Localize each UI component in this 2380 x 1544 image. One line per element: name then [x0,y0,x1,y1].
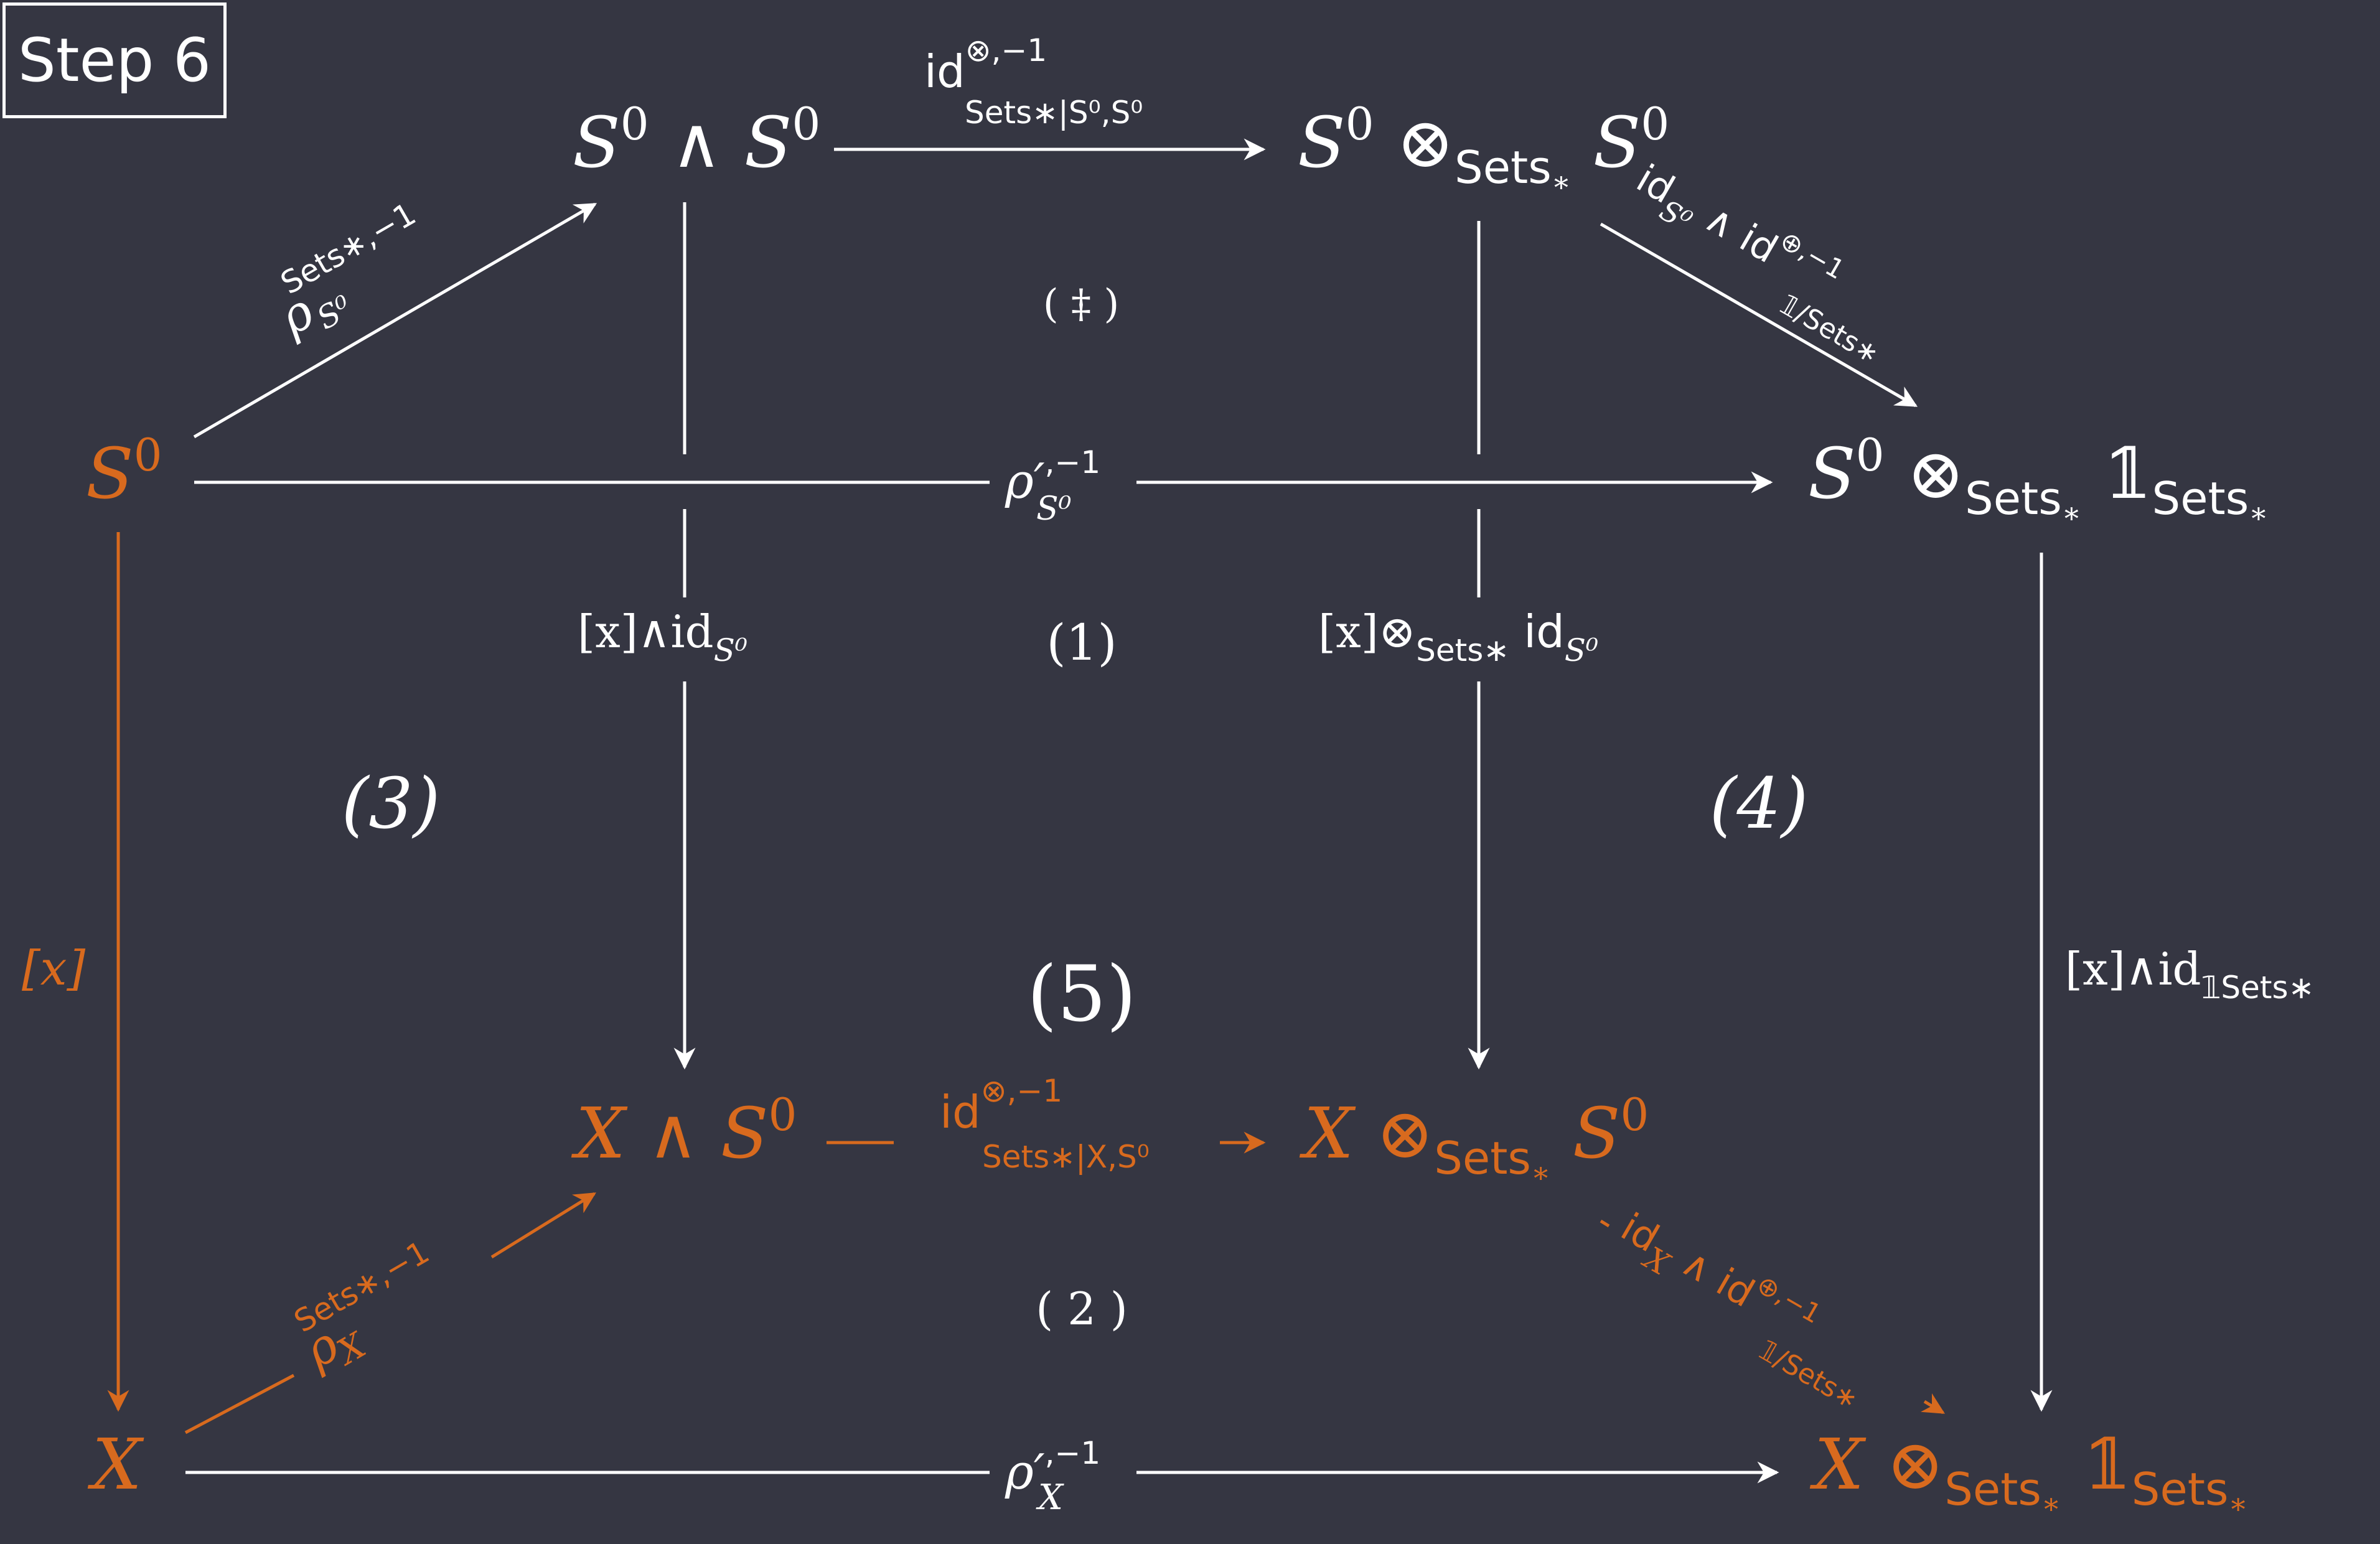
arrow-right-bottom-diag-b [1920,1393,1946,1415]
step-title: Step 6 [2,2,227,118]
arrow-rho-s0-diag [193,202,597,439]
arrow-rho-x-diag-a [184,1373,295,1434]
label-left-vert: [x] [22,940,86,996]
region-marker-3: (3) [342,764,441,845]
label-right-vert: [x]∧id𝟙Sets∗ [2065,943,2314,1006]
node-x-tensor-s0: X ⊗Sets∗ S0 [1299,1088,1649,1189]
node-s0: S0 [86,429,162,515]
label-rho-prime-x: ρ′,−1 [1005,1435,1100,1500]
region-marker-top: ( ‡ ) [1043,281,1120,327]
label-right-diag-sub2: 𝟙/Sets∗ [1774,289,1885,371]
region-marker-4: (4) [1710,764,1809,845]
label-bottom-mid-arrow-sub: Sets∗|X,S⁰ [982,1139,1150,1175]
node-s0-tensor-s0: S0 ⊗Sets∗ S0 [1298,98,1669,199]
arrow-rho-x-diag-b [490,1192,596,1259]
node-x: X [87,1425,144,1505]
arrow-right-diag [1600,222,1918,408]
label-right-diag: idS⁰ ∧ id⊕,−1 [1624,147,1850,316]
region-marker-1: (1) [1046,614,1117,671]
label-rho-s0-diag-sup: Sets∗,−1 [274,195,422,301]
region-marker-2: ( 2 ) [1036,1283,1128,1335]
label-rho-prime-s0-sub: S⁰ [1036,490,1072,528]
label-rho-x-diag-sup: Sets∗,−1 [288,1234,436,1340]
node-x-tensor-unit: X ⊗Sets∗ 𝟙Sets∗ [1809,1425,2248,1520]
label-bottom-mid-arrow: id⊗,−1 [940,1073,1062,1138]
label-left-mid-vert: [x]∧idS⁰ [578,606,747,668]
label-rho-prime-x-sub: X [1036,1477,1064,1518]
label-right-mid-vert: [x]⊗Sets∗ idS⁰ [1318,606,1598,668]
label-rho-prime-s0: ρ′,−1 [1005,444,1100,510]
node-s0-wedge-s0: S0 ∧ S0 [573,98,820,184]
node-x-wedge-s0: X ∧ S0 [571,1088,797,1174]
label-top-arrow-sub: Sets∗|S⁰,S⁰ [965,95,1143,131]
region-marker-5: (5) [1027,950,1136,1039]
node-s0-tensor-unit: S0 ⊗Sets∗ 𝟙Sets∗ [1808,429,2269,530]
label-right-bottom-diag-sub2: 𝟙/Sets∗ [1754,1334,1864,1416]
arrow-right-bottom-diag-a [1600,1219,1610,1228]
label-top-arrow: id⊗,−1 [924,32,1047,98]
label-right-bottom-diag: idX ∧ id⊕,−1 [1608,1196,1826,1361]
